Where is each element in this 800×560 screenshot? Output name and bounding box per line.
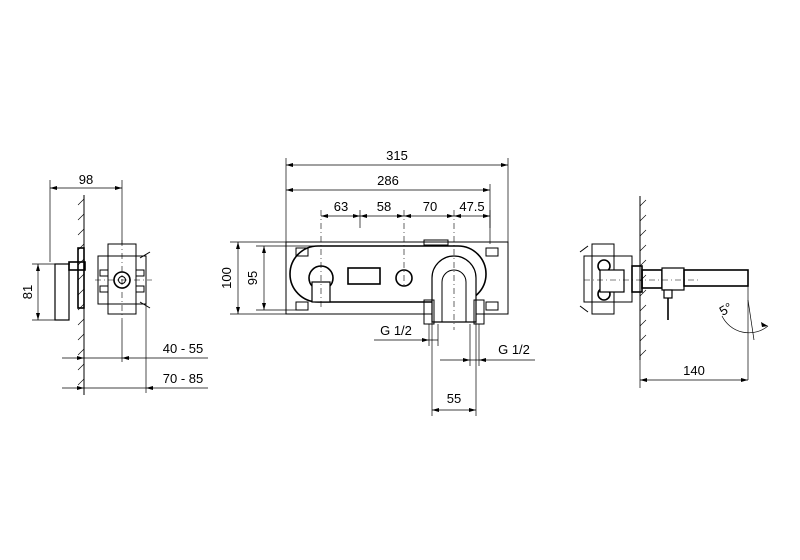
right-dim-angle: 5° <box>717 286 769 380</box>
dim-315-label: 315 <box>386 148 408 163</box>
dim-70-85-label: 70 - 85 <box>163 371 203 386</box>
dim-40-55-label: 40 - 55 <box>163 341 203 356</box>
front-mounting-plate <box>285 241 509 315</box>
left-dim-70-85: 70 - 85 <box>62 304 208 393</box>
left-cover-plate <box>77 247 85 309</box>
left-side-view: 98 81 40 - 55 70 - 85 <box>20 172 208 395</box>
dim-140-label: 140 <box>683 363 705 378</box>
left-dim-40-55: 40 - 55 <box>62 320 208 362</box>
right-spout-pipe <box>683 269 749 287</box>
thread-left-label: G 1/2 <box>380 323 412 338</box>
front-dim-55: 55 <box>431 322 477 416</box>
dim-55-label: 55 <box>447 391 461 406</box>
front-dim-chain: 63 58 70 47.5 <box>321 199 491 228</box>
dim-58-label: 58 <box>377 199 391 214</box>
right-wall-hatching <box>639 199 647 357</box>
thread-right-label: G 1/2 <box>498 342 530 357</box>
left-handle <box>54 263 70 321</box>
front-dim-95: 95 <box>245 245 318 311</box>
right-dim-140: 140 <box>639 360 748 388</box>
dim-95-label: 95 <box>245 271 260 285</box>
angle-label: 5° <box>717 299 735 318</box>
right-spout-connector <box>661 267 685 291</box>
front-view: 315 286 63 58 70 47.5 <box>219 148 535 416</box>
left-dim-81: 81 <box>20 263 70 321</box>
front-dim-315: 315 <box>285 148 509 244</box>
front-display <box>347 267 381 285</box>
dim-98-label: 98 <box>79 172 93 187</box>
dim-100-label: 100 <box>219 267 234 289</box>
right-side-view: 5° 140 <box>579 196 769 388</box>
dim-63-label: 63 <box>334 199 348 214</box>
front-dim-thread-right: G 1/2 <box>440 324 535 366</box>
left-handle-lever <box>68 261 86 271</box>
dim-70-label: 70 <box>423 199 437 214</box>
dim-286-label: 286 <box>377 173 399 188</box>
dim-47-label: 47.5 <box>459 199 484 214</box>
dim-81-label: 81 <box>20 285 35 299</box>
front-dim-thread-left: G 1/2 <box>374 323 439 346</box>
front-diverter-knob <box>395 269 413 287</box>
front-dim-100: 100 <box>219 241 288 315</box>
left-dim-98: 98 <box>49 172 123 262</box>
